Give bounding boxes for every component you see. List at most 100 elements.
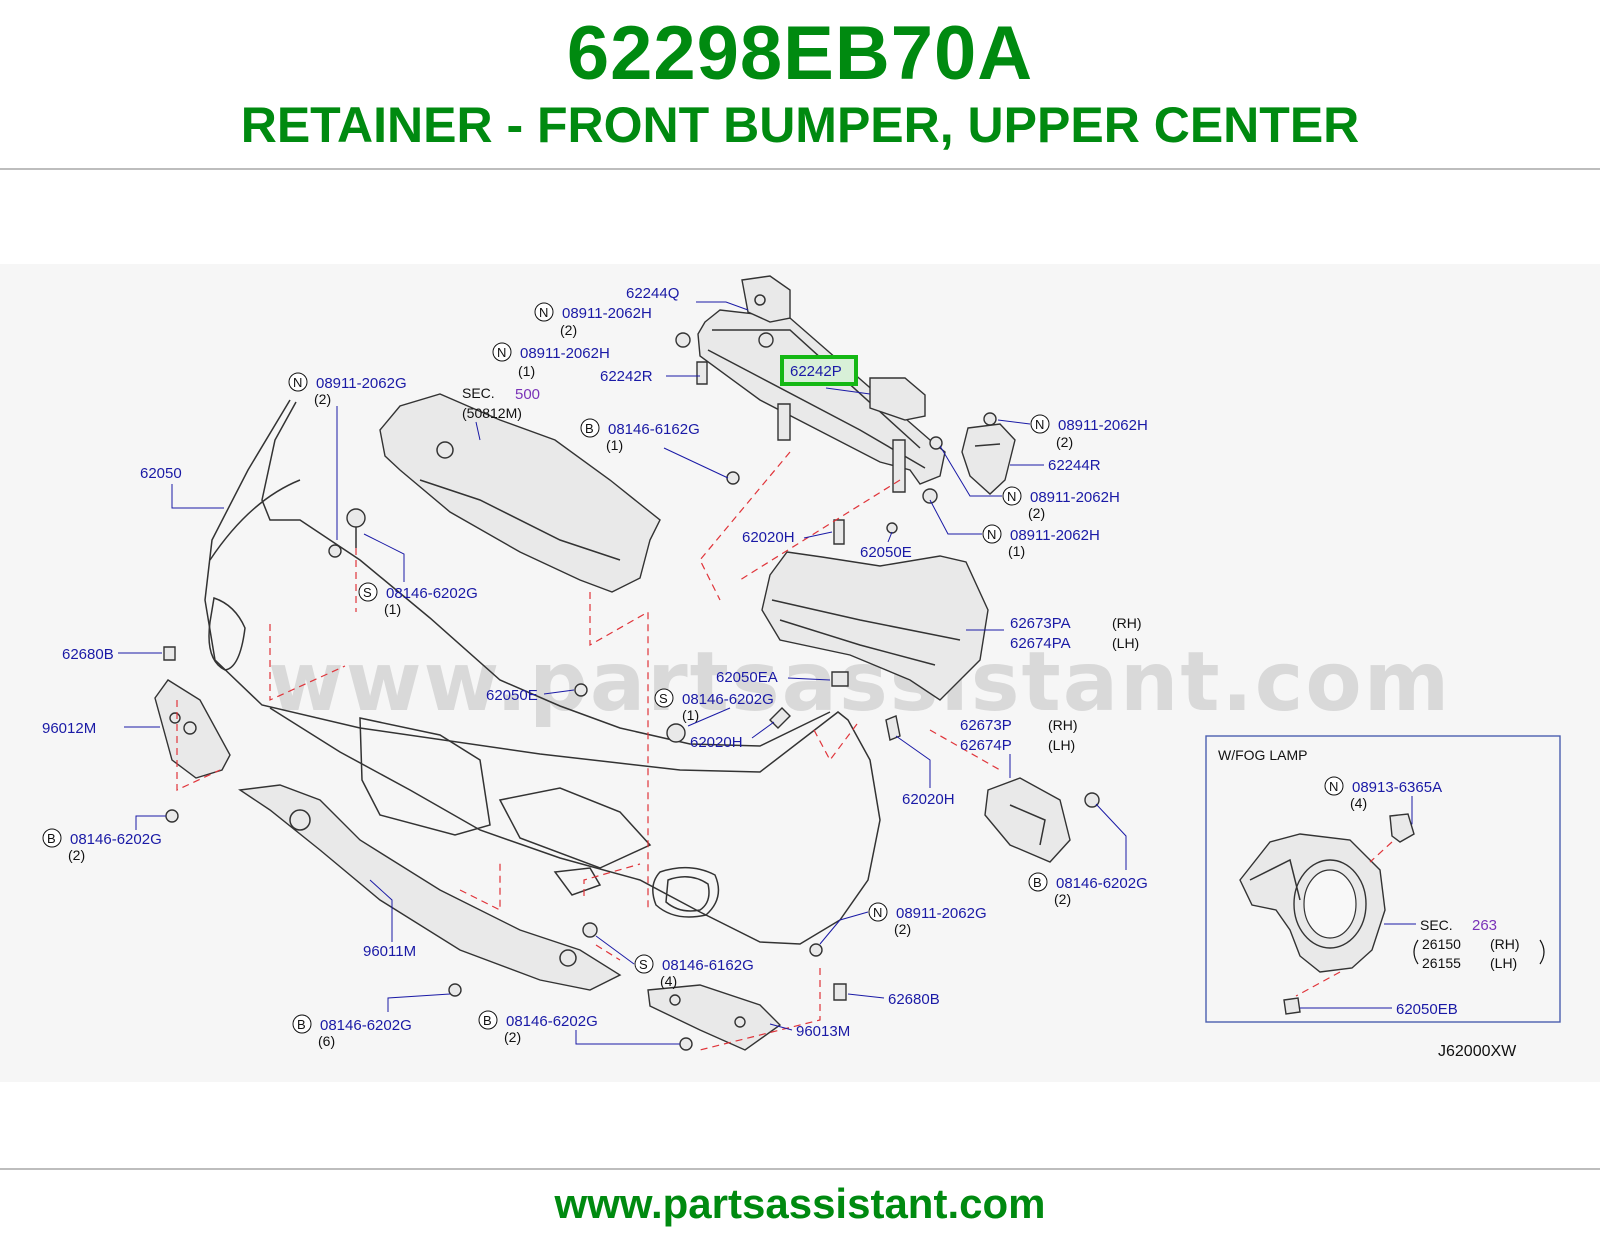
parts-diagram: www.partsassistant.com: [42, 275, 1561, 1060]
label-08146-6202G-b[interactable]: 08146-6202G: [682, 691, 774, 708]
label-08146-6202G-d[interactable]: 08146-6202G: [70, 831, 162, 848]
circle-N-g: [868, 902, 888, 922]
circle-B-e: [478, 1010, 498, 1030]
label-96011M[interactable]: 96011M: [363, 943, 416, 960]
side-bracket-62673P-part[interactable]: [984, 777, 1071, 863]
label-08913-6365A[interactable]: 08913-6365A: [1352, 779, 1442, 796]
clip-62050EB[interactable]: [1283, 997, 1301, 1015]
label-62673PA[interactable]: 62673PA: [1010, 615, 1071, 632]
label-62680B-a[interactable]: 62680B: [62, 646, 114, 663]
circle-N-d: [1030, 414, 1050, 434]
label-96013M[interactable]: 96013M: [796, 1023, 850, 1040]
circle-B-c-text: B: [47, 831, 56, 846]
label-08146-6202G-c[interactable]: 08146-6202G: [1056, 875, 1148, 892]
circle-N-e: [1002, 486, 1022, 506]
label-08146-6162G-a[interactable]: 08146-6162G: [608, 421, 700, 438]
label-08146-6202G-a[interactable]: 08146-6202G: [386, 585, 478, 602]
label-62050E-b[interactable]: 62050E: [486, 687, 538, 704]
circle-N-h-text: N: [1329, 779, 1338, 794]
label-62674P[interactable]: 62674P: [960, 737, 1012, 754]
header-divider: [0, 168, 1600, 170]
label-62680B-b[interactable]: 62680B: [888, 991, 940, 1008]
label-08911-2062G-b[interactable]: 08911-2062G: [896, 905, 987, 922]
circle-N-b-text: N: [497, 345, 506, 360]
label-62050EA[interactable]: 62050EA: [716, 669, 778, 686]
fog-lamp-assembly-part[interactable]: [1239, 833, 1386, 973]
label-08911-2062H-e[interactable]: 08911-2062H: [1010, 527, 1100, 544]
fog-lamp-clip[interactable]: [1389, 813, 1415, 843]
label-62244Q[interactable]: 62244Q: [626, 285, 679, 302]
nut-08911-2062G-b[interactable]: [809, 943, 823, 957]
label-62242R[interactable]: 62242R: [600, 368, 653, 385]
nut-08911-a[interactable]: [675, 332, 691, 348]
side-bracket-62673PA-part[interactable]: [761, 551, 989, 701]
footer-url-link[interactable]: www.partsassistant.com: [554, 1180, 1046, 1227]
label-08911-2062H-d[interactable]: 08911-2062H: [1030, 489, 1120, 506]
label-62050[interactable]: 62050: [140, 465, 182, 482]
highlight-62242P-box: [780, 355, 858, 386]
label-96012M[interactable]: 96012M: [42, 720, 96, 737]
label-08146-6202G-e[interactable]: 08146-6202G: [320, 1017, 412, 1034]
label-rh-b: (RH): [1048, 717, 1078, 733]
clip-62050E-b[interactable]: [574, 683, 588, 697]
label-62020H-a[interactable]: 62020H: [742, 529, 795, 546]
circle-N-e-text: N: [1007, 489, 1016, 504]
diagram-code: J62000XW: [1438, 1043, 1517, 1060]
circle-B-d-text: B: [297, 1017, 306, 1032]
circle-S-b-text: S: [659, 691, 668, 706]
clip-62050EA[interactable]: [831, 671, 849, 687]
label-08911-2062H-a[interactable]: 08911-2062H: [562, 305, 652, 322]
clip-62050E-a[interactable]: [886, 522, 898, 534]
label-62244R[interactable]: 62244R: [1048, 457, 1101, 474]
label-62050EB[interactable]: 62050EB: [1396, 1001, 1458, 1018]
engine-undercover-part[interactable]: [379, 393, 661, 593]
bolt-08146-6162G-b[interactable]: [582, 922, 598, 938]
label-08146-6162G-b[interactable]: 08146-6162G: [662, 957, 754, 974]
label-62050E-a[interactable]: 62050E: [860, 544, 912, 561]
part-number-title: 62298EB70A: [566, 11, 1034, 96]
label-62020H-c[interactable]: 62020H: [902, 791, 955, 808]
bolt-08146-6202G-e[interactable]: [448, 983, 462, 997]
bolt-08146-6202G-b[interactable]: [165, 809, 179, 823]
clip-62680B-b[interactable]: [833, 983, 847, 1001]
label-62242P[interactable]: 62242P: [790, 363, 842, 380]
circle-S-a: [358, 582, 378, 602]
label-62673P[interactable]: 62673P: [960, 717, 1012, 734]
bumper-fascia-part[interactable]: [204, 399, 881, 945]
qty-1-b: (1): [606, 437, 623, 453]
circle-S-a-text: S: [363, 585, 372, 600]
bolt-08146-6162G-a[interactable]: [726, 471, 740, 485]
label-08911-2062H-b[interactable]: 08911-2062H: [520, 345, 610, 362]
label-08146-6202G-f[interactable]: 08146-6202G: [506, 1013, 598, 1030]
bolt-08146-6202G-f[interactable]: [679, 1037, 693, 1051]
bracket-62244R-part[interactable]: [922, 412, 1016, 504]
bolt-08146-6202G-c[interactable]: [1084, 792, 1100, 808]
label-08911-2062G-a[interactable]: 08911-2062G: [316, 375, 407, 392]
label-sec-500-number[interactable]: 500: [515, 386, 540, 403]
clip-62680B-a[interactable]: [163, 646, 176, 661]
bracket-96013M-part[interactable]: [647, 984, 782, 1051]
qty-2-d: (2): [1028, 505, 1045, 521]
clip-08146-6202G-b[interactable]: [666, 723, 686, 743]
qty-6: (6): [318, 1033, 335, 1049]
label-sec-500-prefix: SEC.: [462, 385, 495, 401]
upper-reinforcement-part[interactable]: [696, 275, 946, 493]
circle-N-b: [492, 342, 512, 362]
rivet-62020H-a[interactable]: [833, 519, 845, 545]
bracket-96012M-part[interactable]: [154, 679, 231, 779]
qty-1-a: (1): [518, 363, 535, 379]
label-62020H-b[interactable]: 62020H: [690, 734, 743, 751]
label-sec-263-number[interactable]: 263: [1472, 917, 1497, 934]
label-08911-2062H-c[interactable]: 08911-2062H: [1058, 417, 1148, 434]
label-sec-263-prefix: SEC.: [1420, 917, 1453, 933]
rivet-62020H-b[interactable]: [769, 707, 791, 729]
footer-divider: [0, 1168, 1600, 1170]
rivet-62020H-c[interactable]: [885, 715, 901, 741]
label-62674PA[interactable]: 62674PA: [1010, 635, 1071, 652]
nut-08911-b[interactable]: [758, 332, 774, 348]
lower-undercover-96011M-part[interactable]: [238, 784, 622, 991]
circle-B-d: [292, 1014, 312, 1034]
clip-08146-6202G-a[interactable]: [328, 508, 366, 558]
circle-B-b-text: B: [1033, 875, 1042, 890]
label-rh-a: (RH): [1112, 615, 1142, 631]
